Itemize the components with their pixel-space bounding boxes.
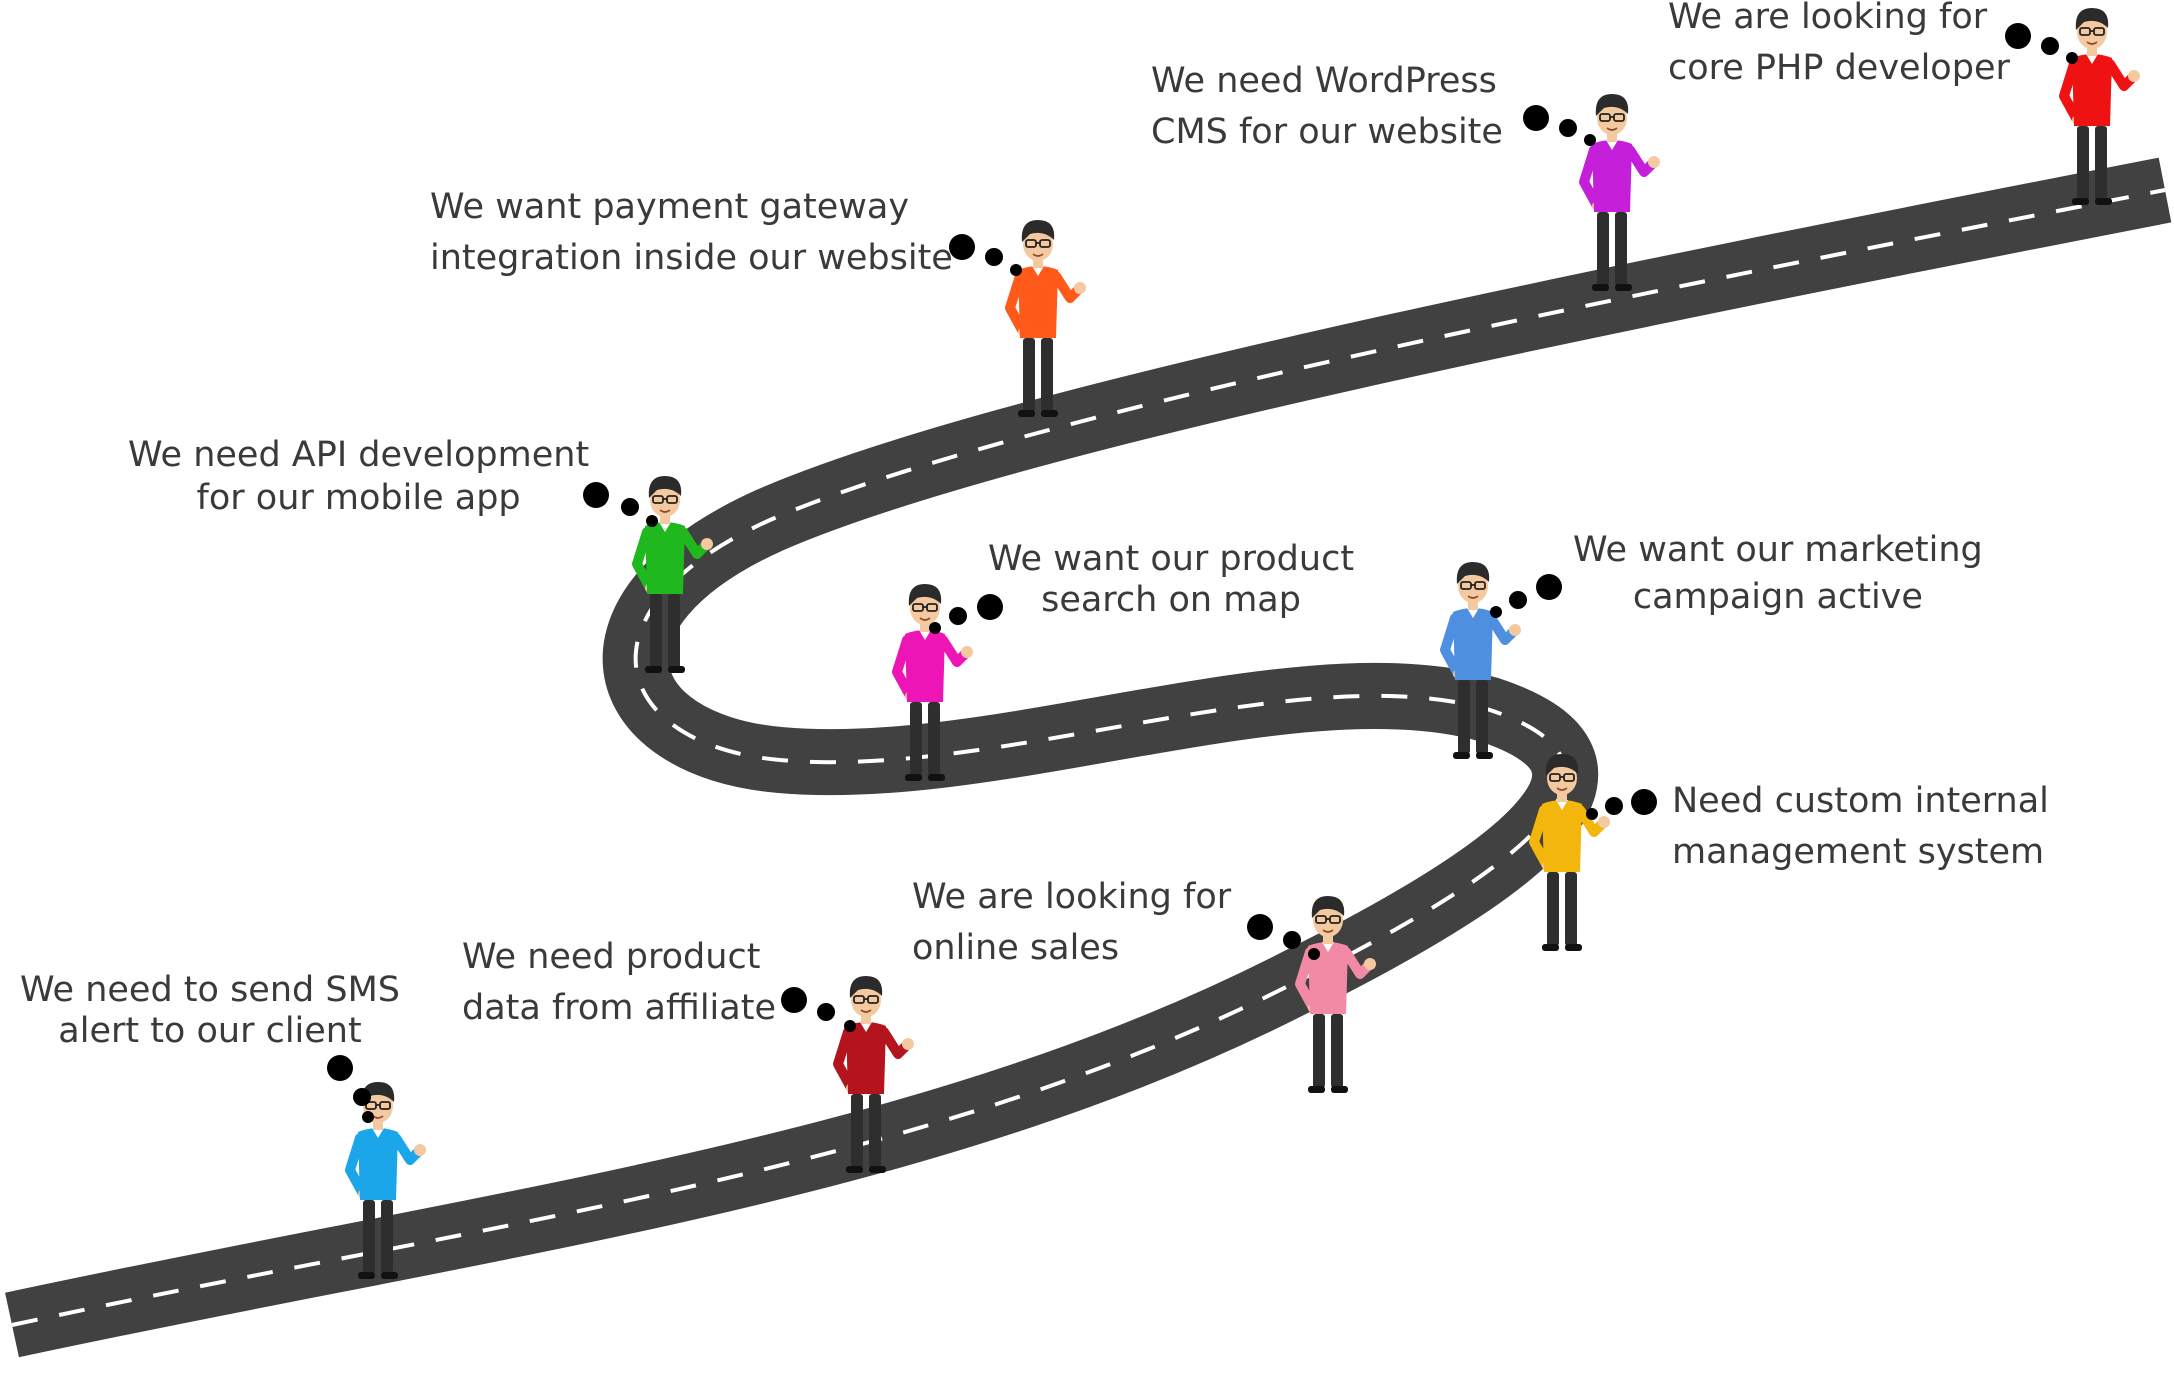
thought-dot <box>1586 808 1598 820</box>
thought-dot <box>929 622 941 634</box>
bubble-management-system: Need custom internal management system <box>1672 781 2049 872</box>
person-figure <box>632 476 713 673</box>
thought-dot <box>1584 134 1596 146</box>
thought-dot <box>1631 789 1657 815</box>
person-figure <box>1005 220 1086 417</box>
person-figure <box>833 976 914 1173</box>
thought-dot <box>1523 105 1549 131</box>
thought-dot <box>844 1020 856 1032</box>
thought-dot <box>1283 931 1301 949</box>
thought-dot <box>362 1111 374 1123</box>
thought-dot <box>2066 52 2078 64</box>
thought-dot <box>1536 574 1562 600</box>
bubble-affiliate-data: We need product data from affiliate <box>462 937 776 1028</box>
thought-dot <box>1247 914 1273 940</box>
thought-dots-layer <box>327 23 2078 1123</box>
winding-road <box>5 157 2172 1358</box>
bubble-product-search: We want our product search on map <box>988 539 1355 620</box>
people-layer <box>345 8 2140 1279</box>
person-figure <box>1440 562 1521 759</box>
person-figure <box>2059 8 2140 205</box>
thought-dot <box>353 1088 371 1106</box>
thought-dot <box>1559 119 1577 137</box>
thought-dot <box>1490 606 1502 618</box>
thought-dot <box>2005 23 2031 49</box>
bubble-wordpress-cms: We need WordPress CMS for our website <box>1151 61 1503 152</box>
bubble-sms-alert: We need to send SMS alert to our client <box>20 970 400 1051</box>
thought-dot <box>949 607 967 625</box>
road-center-dashes <box>11 188 2166 1327</box>
thought-dot <box>327 1055 353 1081</box>
thought-dot <box>1010 264 1022 276</box>
thought-dot <box>949 234 975 260</box>
thought-dot <box>621 498 639 516</box>
thought-dot <box>1308 948 1320 960</box>
bubble-api-development: We need API development for our mobile a… <box>128 435 590 518</box>
person-figure <box>892 584 973 781</box>
bubble-php-developer: We are looking for core PHP developer <box>1668 0 2010 88</box>
thought-dot <box>817 1003 835 1021</box>
thought-dot <box>583 482 609 508</box>
thought-dot <box>985 248 1003 266</box>
thought-dot <box>1605 797 1623 815</box>
bubble-online-sales: We are looking for online sales <box>912 877 1232 968</box>
person-figure <box>1295 896 1376 1093</box>
thought-dot <box>2041 37 2059 55</box>
thought-dot <box>977 594 1003 620</box>
thought-dot <box>1509 591 1527 609</box>
bubble-payment-gateway: We want payment gateway integration insi… <box>430 187 953 278</box>
thought-dot <box>646 515 658 527</box>
person-figure <box>1529 754 1610 951</box>
thought-dot <box>781 987 807 1013</box>
bubble-marketing-campaign: We want our marketing campaign active <box>1573 530 1983 617</box>
person-figure <box>1579 94 1660 291</box>
